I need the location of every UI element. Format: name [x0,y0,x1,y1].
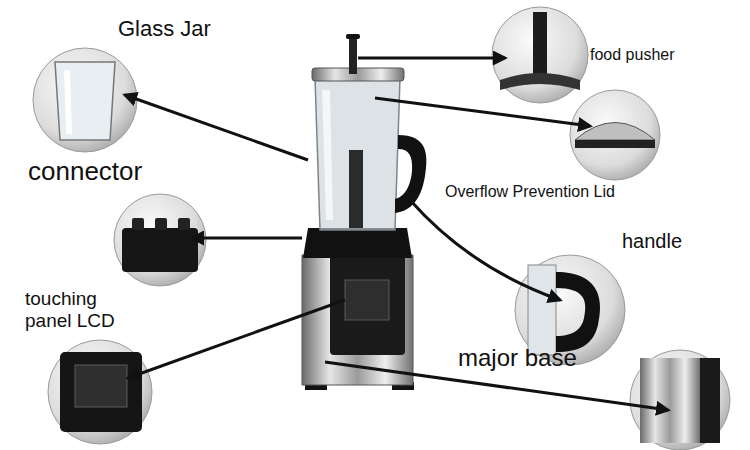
lcd-inset [48,340,152,444]
screen-sketch [75,365,127,407]
inset-circle [492,7,588,103]
glass-highlight [322,90,333,220]
glass-jar-inset [33,48,137,152]
part-label: Overflow Prevention Lid [445,183,615,201]
food-pusher-inset [492,7,588,103]
leader-arrows [125,58,668,410]
part-label: food pusher [590,46,675,64]
part-label: Glass Jar [118,16,211,41]
pusher-sketch [533,12,547,74]
base-edge-sketch [700,358,720,443]
lcd-screen [345,280,389,320]
connector-pin [178,218,190,230]
connector-pin [155,218,167,230]
base-inset [630,350,730,450]
pusher-cap [346,34,360,39]
blade-column [349,150,363,228]
lid-rim-sketch [575,140,655,148]
leader-arrow [125,95,308,160]
inset-circle [48,340,152,444]
blender [302,34,426,390]
inset-circle [630,350,730,450]
inset-circle [570,90,660,180]
leader-arrow [410,200,560,300]
glass-sketch [528,265,556,355]
leader-arrow [358,57,505,60]
base-sketch [640,358,700,443]
handle-sketch [556,272,600,352]
connector-inset [114,194,206,286]
leader-arrow [192,237,302,240]
connector-block [122,228,198,272]
jar-sketch [55,62,115,140]
lid-inset [570,90,660,180]
part-label: touching panel LCD [25,288,137,332]
lid [312,68,404,81]
inset-circle [33,48,137,152]
leader-arrow [375,98,590,126]
collar [303,228,412,258]
part-label: handle [622,230,682,253]
jar-sketch-highlight [64,70,72,134]
part-label: connector [28,156,142,186]
inset-circle [114,194,206,286]
part-label: major base [458,344,577,372]
leader-arrow [128,300,345,378]
panel-sketch [60,352,142,432]
connector-pin [132,218,144,230]
pusher-stick [349,36,357,74]
lid-edge-sketch [500,73,580,90]
